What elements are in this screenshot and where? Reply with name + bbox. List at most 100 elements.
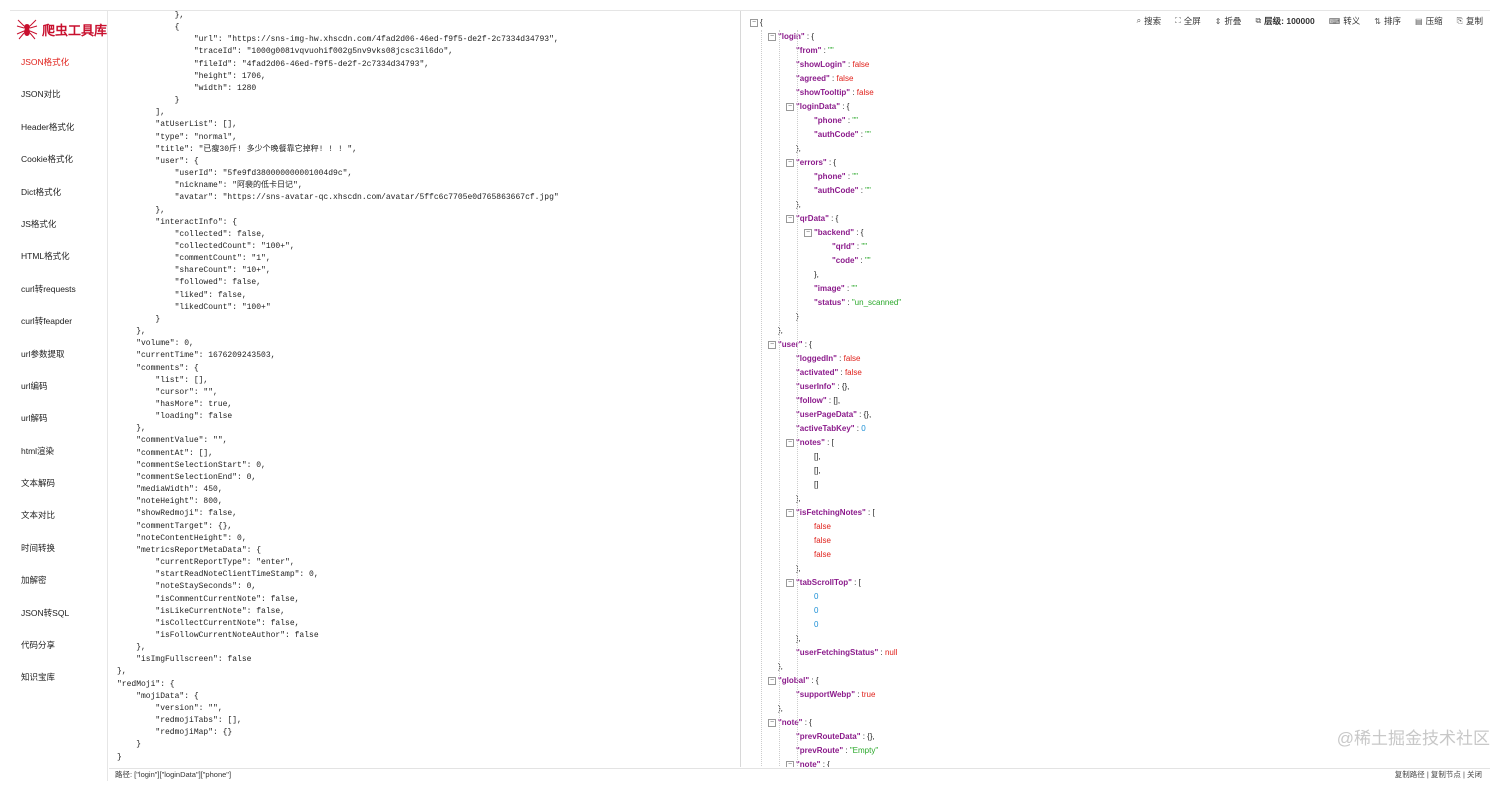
sidebar-item[interactable]: Header格式化 <box>21 121 75 132</box>
level-button[interactable]: ⧉层级: 100000 <box>1248 15 1321 27</box>
sidebar-item[interactable]: HTML格式化 <box>21 251 70 262</box>
tree-row[interactable]: ], <box>796 632 800 646</box>
tree-row[interactable]: "showTooltip" : false <box>796 86 874 100</box>
tree-row[interactable]: "activeTabKey" : 0 <box>796 422 866 436</box>
sidebar-item[interactable]: Dict格式化 <box>21 186 62 197</box>
tree-row[interactable]: "follow" : [], <box>796 394 840 408</box>
tree-row[interactable]: "userFetchingStatus" : null <box>796 646 897 660</box>
path-actions[interactable]: 复制路径 | 复制节点 | 关闭 <box>1394 770 1482 779</box>
collapse-toggle-icon[interactable]: − <box>786 578 794 587</box>
sidebar-item[interactable]: curl转feapder <box>21 316 73 327</box>
tree-row[interactable]: −"login" : { <box>768 30 814 44</box>
collapse-toggle-icon[interactable]: − <box>786 102 794 111</box>
sidebar-item[interactable]: url解码 <box>21 413 48 424</box>
tree-row[interactable]: "loggedIn" : false <box>796 352 861 366</box>
tree-row[interactable]: "code" : "" <box>832 254 871 268</box>
tree-row[interactable]: −"errors" : { <box>786 156 836 170</box>
tree-row[interactable]: }, <box>778 660 783 674</box>
sidebar-item[interactable]: 时间转换 <box>21 542 56 553</box>
tree-row[interactable]: −"backend" : { <box>804 226 863 240</box>
tree-row[interactable]: "prevRouteData" : {}, <box>796 730 875 744</box>
tree-row[interactable]: ], <box>796 492 800 506</box>
tree-row[interactable]: "from" : "" <box>796 44 834 58</box>
tree-row[interactable]: 0 <box>814 590 818 604</box>
sidebar-item[interactable]: Cookie格式化 <box>21 154 73 165</box>
fullscreen-button[interactable]: ⛶全屏 <box>1168 15 1208 27</box>
tree-row[interactable]: "agreed" : false <box>796 72 853 86</box>
tree-row[interactable]: false <box>814 548 831 562</box>
sidebar-item[interactable]: url编码 <box>21 380 48 391</box>
collapse-toggle-icon[interactable]: − <box>768 340 776 349</box>
tree-row[interactable]: "authCode" : "" <box>814 184 871 198</box>
sidebar-item[interactable]: JSON格式化 <box>21 57 70 67</box>
raw-json-editor[interactable]: }, { "url": "https://sns-img-hw.xhscdn.c… <box>109 11 741 767</box>
tree-row[interactable]: false <box>814 520 831 534</box>
tree-row[interactable]: −"qrData" : { <box>786 212 838 226</box>
sidebar-item[interactable]: curl转requests <box>21 283 76 294</box>
sidebar-item[interactable]: url参数提取 <box>21 348 65 359</box>
tree-row[interactable]: false <box>814 534 831 548</box>
tree-row[interactable]: −"note" : { <box>786 758 830 767</box>
tree-row[interactable]: "prevRoute" : "Empty" <box>796 744 878 758</box>
tree-row[interactable]: −{ <box>750 16 763 30</box>
tree-row[interactable]: −"isFetchingNotes" : [ <box>786 506 875 520</box>
sidebar-item[interactable]: JSON对比 <box>21 89 61 100</box>
search-button[interactable]: ⌕搜索 <box>1130 15 1169 27</box>
tree-row[interactable]: "status" : "un_scanned" <box>814 296 901 310</box>
tree-row[interactable]: [], <box>814 464 821 478</box>
tree-row[interactable]: 0 <box>814 604 818 618</box>
tree-row[interactable]: }, <box>778 324 783 338</box>
sidebar-item[interactable]: 加解密 <box>21 575 47 586</box>
json-tree-viewer[interactable]: ⌕搜索 ⛶全屏 ⇕折叠 ⧉层级: 100000 ⌨转义 ⇅排序 ▤压缩 ⎘复制 … <box>742 11 1490 767</box>
tree-row[interactable]: "activated" : false <box>796 366 862 380</box>
tree-value: {}, <box>867 732 875 741</box>
sidebar-item[interactable]: 文本解码 <box>21 478 56 489</box>
fold-button[interactable]: ⇕折叠 <box>1208 15 1249 27</box>
tree-row[interactable]: −"loginData" : { <box>786 100 849 114</box>
collapse-toggle-icon[interactable]: − <box>786 508 794 517</box>
tree-row[interactable]: 0 <box>814 618 818 632</box>
tree-row[interactable]: }, <box>778 702 783 716</box>
sidebar-item[interactable]: JSON转SQL <box>21 607 70 618</box>
sidebar-item[interactable]: 代码分享 <box>21 640 56 651</box>
tree-row[interactable]: "image" : "" <box>814 282 857 296</box>
sidebar-item[interactable]: html渲染 <box>21 445 55 456</box>
tree-row[interactable]: }, <box>796 142 801 156</box>
tree-row[interactable]: "supportWebp" : true <box>796 688 875 702</box>
copy-button[interactable]: ⎘复制 <box>1450 15 1490 27</box>
collapse-toggle-icon[interactable]: − <box>786 158 794 167</box>
raw-json-text[interactable]: }, { "url": "https://sns-img-hw.xhscdn.c… <box>117 11 559 762</box>
collapse-toggle-icon[interactable]: − <box>786 438 794 447</box>
tree-row[interactable]: "authCode" : "" <box>814 128 871 142</box>
tree-row[interactable]: −"user" : { <box>768 338 812 352</box>
tree-row[interactable]: "qrId" : "" <box>832 240 867 254</box>
tree-row[interactable]: −"notes" : [ <box>786 436 834 450</box>
collapse-toggle-icon[interactable]: − <box>768 676 776 685</box>
tree-row[interactable]: "showLogin" : false <box>796 58 869 72</box>
tree-row[interactable]: "userInfo" : {}, <box>796 380 849 394</box>
tree-row[interactable]: "phone" : "" <box>814 170 858 184</box>
tree-row[interactable]: "userPageData" : {}, <box>796 408 871 422</box>
sidebar-item[interactable]: 文本对比 <box>21 510 56 521</box>
tree-row[interactable]: −"global" : { <box>768 674 818 688</box>
tree-row[interactable]: "phone" : "" <box>814 114 858 128</box>
logo[interactable]: 爬虫工具库 <box>16 17 107 41</box>
sort-button[interactable]: ⇅排序 <box>1367 15 1408 27</box>
collapse-toggle-icon[interactable]: − <box>786 760 794 767</box>
tree-row[interactable]: −"note" : { <box>768 716 812 730</box>
tree-row[interactable]: }, <box>814 268 819 282</box>
sidebar-item[interactable]: 知识宝库 <box>21 672 56 683</box>
compress-button[interactable]: ▤压缩 <box>1408 15 1450 27</box>
collapse-toggle-icon[interactable]: − <box>804 228 812 237</box>
tree-row[interactable]: [], <box>814 450 821 464</box>
collapse-toggle-icon[interactable]: − <box>786 214 794 223</box>
collapse-toggle-icon[interactable]: − <box>768 32 776 41</box>
tree-row[interactable]: ], <box>796 562 800 576</box>
sidebar-item[interactable]: JS格式化 <box>21 218 57 229</box>
tree-row[interactable]: [] <box>814 478 818 492</box>
collapse-toggle-icon[interactable]: − <box>750 18 758 27</box>
tree-row[interactable]: }, <box>796 198 801 212</box>
collapse-toggle-icon[interactable]: − <box>768 718 776 727</box>
tree-row[interactable]: −"tabScrollTop" : [ <box>786 576 861 590</box>
escape-button[interactable]: ⌨转义 <box>1322 15 1368 27</box>
